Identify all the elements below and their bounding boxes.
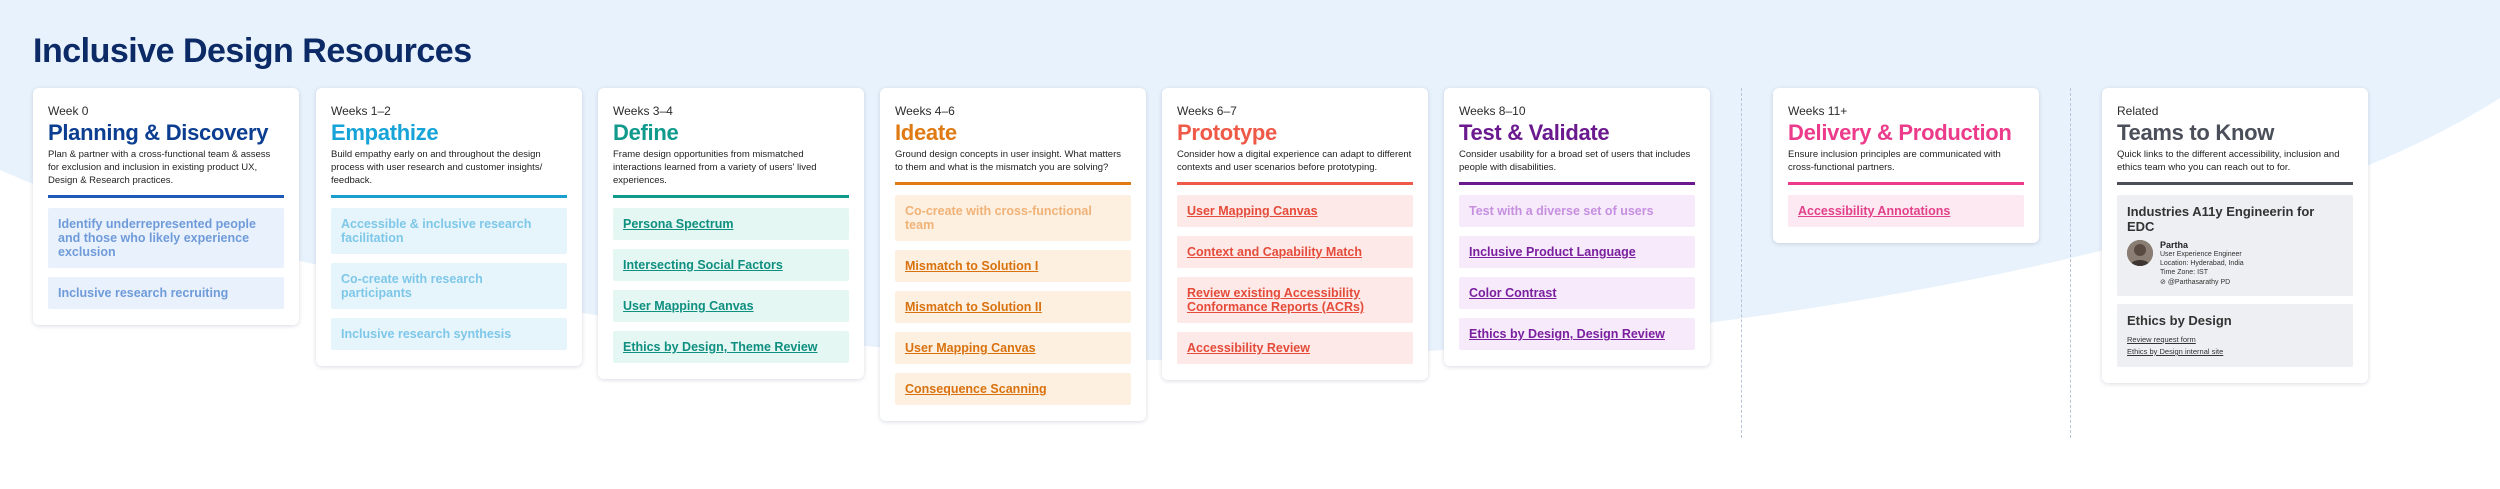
related-label: Related xyxy=(2117,104,2159,118)
phase-rule xyxy=(895,182,1131,185)
phase-card-prototype: Weeks 6–7 Prototype Consider how a digit… xyxy=(1162,88,1428,380)
avatar xyxy=(2127,240,2153,266)
ethics-link-internal-site[interactable]: Ethics by Design internal site xyxy=(2127,347,2224,356)
team-name: Industries A11y Engineerin for EDC xyxy=(2127,204,2315,234)
person-timezone: Time Zone: IST xyxy=(2160,269,2208,276)
resource-item[interactable]: Co-create with cross-functional team xyxy=(895,195,1131,241)
phase-description: Consider usability for a broad set of us… xyxy=(1459,149,1691,173)
phase-card-empathize: Weeks 1–2 Empathize Build empathy early … xyxy=(316,88,582,366)
ethics-title: Ethics by Design xyxy=(2127,313,2232,328)
resource-link[interactable]: Ethics by Design, Theme Review xyxy=(613,331,849,363)
resource-link[interactable]: Review existing Accessibility Conformanc… xyxy=(1177,277,1413,323)
ethics-link-review-form[interactable]: Review request form xyxy=(2127,335,2196,344)
phase-description: Plan & partner with a cross-functional t… xyxy=(48,149,271,186)
section-divider xyxy=(1741,88,1742,438)
phase-description: Frame design opportunities from mismatch… xyxy=(613,149,817,186)
resource-link[interactable]: Persona Spectrum xyxy=(613,208,849,240)
related-card: Related Teams to Know Quick links to the… xyxy=(2102,88,2368,383)
phase-rule xyxy=(1459,182,1695,185)
phase-week: Weeks 11+ xyxy=(1788,104,1848,118)
phase-week: Weeks 6–7 xyxy=(1177,104,1237,118)
at-icon: ⊘ xyxy=(2160,279,2168,286)
phase-rule xyxy=(48,195,284,198)
phase-description: Consider how a digital experience can ad… xyxy=(1177,149,1412,173)
person-role: User Experience Engineer xyxy=(2160,251,2242,258)
resource-item[interactable]: Test with a diverse set of users xyxy=(1459,195,1695,227)
phase-week: Weeks 3–4 xyxy=(613,104,673,118)
resource-link[interactable]: Ethics by Design, Design Review xyxy=(1459,318,1695,350)
resource-link[interactable]: Mismatch to Solution I xyxy=(895,250,1131,282)
phase-title: Test & Validate xyxy=(1459,120,1610,145)
phase-card-planning: Week 0 Planning & Discovery Plan & partn… xyxy=(33,88,299,325)
resource-link[interactable]: User Mapping Canvas xyxy=(1177,195,1413,227)
phase-rule xyxy=(331,195,567,198)
resource-link[interactable]: Consequence Scanning xyxy=(895,373,1131,405)
resource-item[interactable]: Inclusive research synthesis xyxy=(331,318,567,350)
resource-item[interactable]: Inclusive research recruiting xyxy=(48,277,284,309)
phase-description: Ensure inclusion principles are communic… xyxy=(1788,149,2001,173)
person-name: Partha xyxy=(2160,240,2189,250)
phase-card-ideate: Weeks 4–6 Ideate Ground design concepts … xyxy=(880,88,1146,421)
phase-card-delivery: Weeks 11+ Delivery & Production Ensure i… xyxy=(1773,88,2039,243)
phase-description: Ground design concepts in user insight. … xyxy=(895,149,1122,173)
resource-item[interactable]: Accessible & inclusive research facilita… xyxy=(331,208,567,254)
resource-link[interactable]: Color Contrast xyxy=(1459,277,1695,309)
phase-title: Define xyxy=(613,120,679,145)
contact-person[interactable]: Partha User Experience Engineer Location… xyxy=(2127,240,2343,287)
phase-rule xyxy=(1788,182,2024,185)
related-title: Teams to Know xyxy=(2117,120,2275,145)
person-location: Location: Hyderabad, India xyxy=(2160,260,2244,267)
phase-rule xyxy=(613,195,849,198)
resource-link[interactable]: Intersecting Social Factors xyxy=(613,249,849,281)
phase-card-define: Weeks 3–4 Define Frame design opportunit… xyxy=(598,88,864,379)
phase-week: Weeks 8–10 xyxy=(1459,104,1526,118)
phase-title: Prototype xyxy=(1177,120,1277,145)
phase-week: Weeks 4–6 xyxy=(895,104,955,118)
phase-title: Delivery & Production xyxy=(1788,120,2012,145)
phase-week: Week 0 xyxy=(48,104,89,118)
phase-card-test-validate: Weeks 8–10 Test & Validate Consider usab… xyxy=(1444,88,1710,366)
avatar-image-icon xyxy=(2127,240,2153,266)
resource-link[interactable]: Inclusive Product Language xyxy=(1459,236,1695,268)
ethics-box: Ethics by Design Review request form Eth… xyxy=(2117,304,2353,367)
related-description: Quick links to the different accessibili… xyxy=(2117,149,2340,173)
section-divider xyxy=(2070,88,2071,438)
resource-link[interactable]: Accessibility Review xyxy=(1177,332,1413,364)
phase-title: Planning & Discovery xyxy=(48,120,269,145)
resource-link[interactable]: Accessibility Annotations xyxy=(1788,195,2024,227)
page-title: Inclusive Design Resources xyxy=(33,32,472,70)
resource-link[interactable]: Context and Capability Match xyxy=(1177,236,1413,268)
person-handle[interactable]: @Parthasarathy PD xyxy=(2167,279,2231,286)
resource-link[interactable]: User Mapping Canvas xyxy=(895,332,1131,364)
person-handle-row: ⊘ @Parthasarathy PD xyxy=(2160,278,2244,287)
related-rule xyxy=(2117,182,2353,185)
phase-rule xyxy=(1177,182,1413,185)
resource-link[interactable]: Mismatch to Solution II xyxy=(895,291,1131,323)
team-contact-box: Industries A11y Engineerin for EDC Parth… xyxy=(2117,195,2353,296)
phase-title: Empathize xyxy=(331,120,439,145)
resource-item[interactable]: Identify underrepresented people and tho… xyxy=(48,208,284,268)
phase-week: Weeks 1–2 xyxy=(331,104,391,118)
resource-item[interactable]: Co-create with research participants xyxy=(331,263,567,309)
phase-description: Build empathy early on and throughout th… xyxy=(331,149,543,186)
phase-title: Ideate xyxy=(895,120,957,145)
resource-link[interactable]: User Mapping Canvas xyxy=(613,290,849,322)
